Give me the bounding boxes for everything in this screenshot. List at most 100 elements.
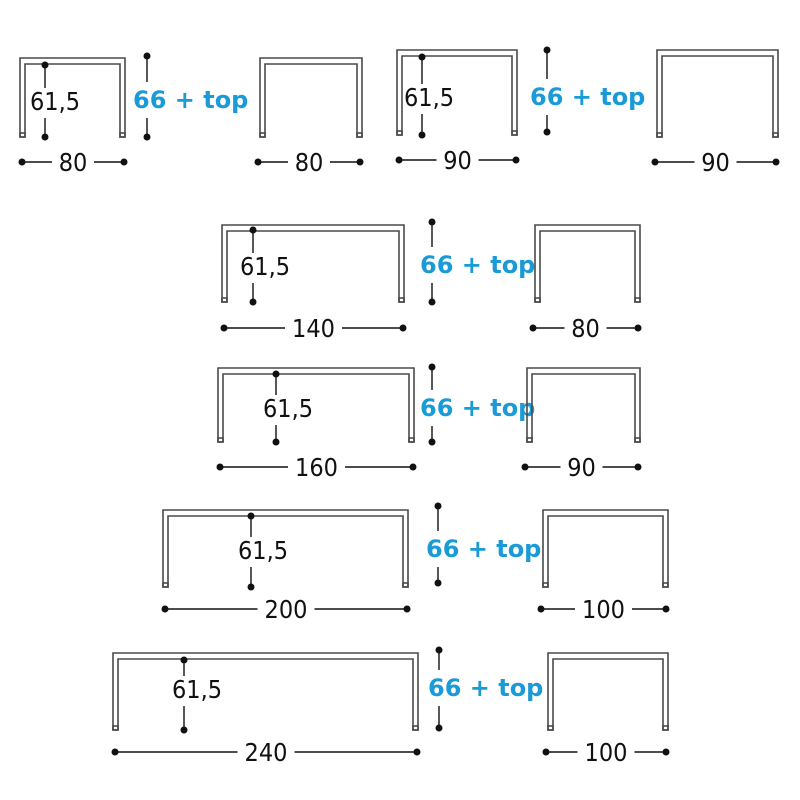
length-dimension-label: 80 — [59, 148, 88, 177]
dimension-endpoint — [41, 133, 49, 141]
foot — [634, 437, 641, 443]
dimension-endpoint — [18, 158, 26, 166]
total-height-label: 66 + top — [428, 674, 543, 702]
dimension-endpoint — [220, 324, 228, 332]
leg-height-label: 61,5 — [172, 675, 222, 704]
leg-height-label: 61,5 — [30, 87, 80, 116]
leg-height-label: 61,5 — [238, 536, 288, 565]
length-dimension-label: 140 — [292, 314, 335, 343]
side-view-frame — [656, 49, 779, 138]
side-view-frame — [526, 367, 641, 443]
foot — [119, 132, 126, 138]
frame-outline — [547, 652, 669, 731]
dimension-endpoint — [143, 133, 151, 141]
length-dimension: 160 — [216, 453, 417, 482]
foot — [398, 297, 405, 303]
frame-outline — [259, 57, 363, 138]
dimension-endpoint — [651, 158, 659, 166]
depth-dimension: 80 — [529, 314, 642, 343]
dimension-endpoint — [428, 363, 436, 371]
dimension-endpoint — [435, 646, 443, 654]
foot — [221, 297, 228, 303]
length-dimension: 140 — [220, 314, 407, 343]
foot — [542, 582, 549, 588]
leg-height-dimension — [418, 53, 426, 139]
frame-outline — [542, 509, 669, 588]
foot — [511, 130, 518, 136]
dimension-endpoint — [413, 748, 421, 756]
leg-height-dimension — [249, 226, 257, 306]
dimension-endpoint — [403, 605, 411, 613]
dimension-endpoint — [543, 128, 551, 136]
dimension-endpoint — [111, 748, 119, 756]
leg-height-dimension — [247, 512, 255, 591]
frame-outline — [534, 224, 641, 303]
foot — [547, 725, 554, 731]
front-view-frame — [162, 509, 409, 588]
dimension-endpoint — [634, 324, 642, 332]
dimension-endpoint — [161, 605, 169, 613]
side-view-frame — [547, 652, 669, 731]
length-dimension-label: 200 — [265, 595, 308, 624]
dimension-endpoint — [356, 158, 364, 166]
side-view-frame — [534, 224, 641, 303]
dimension-endpoint — [272, 438, 280, 446]
side-view-frame — [542, 509, 669, 588]
foot — [162, 582, 169, 588]
dimension-endpoint — [418, 53, 426, 61]
front-view-frame — [112, 652, 419, 731]
foot — [662, 582, 669, 588]
leg-height-dimension — [180, 656, 188, 734]
table-set-80x80: 61,5 80 66 + top 80 — [18, 52, 364, 177]
dimension-endpoint — [216, 463, 224, 471]
depth-dimension-label: 90 — [701, 148, 730, 177]
foot — [217, 437, 224, 443]
foot — [402, 582, 409, 588]
total-height-label: 66 + top — [420, 251, 535, 279]
depth-dimension-label: 80 — [571, 314, 600, 343]
foot — [112, 725, 119, 731]
foot — [259, 132, 266, 138]
total-height-label: 66 + top — [530, 83, 645, 111]
total-height-dimension — [543, 46, 551, 136]
dimension-endpoint — [537, 605, 545, 613]
leg-height-dimension — [41, 61, 49, 141]
dimension-endpoint — [395, 156, 403, 164]
total-height-dimension — [434, 502, 442, 587]
front-view-frame — [396, 49, 518, 136]
dimension-endpoint — [512, 156, 520, 164]
dimension-endpoint — [249, 226, 257, 234]
foot — [772, 132, 779, 138]
depth-dimension: 100 — [542, 738, 670, 767]
total-height-label: 66 + top — [426, 535, 541, 563]
total-height-dimension — [435, 646, 443, 732]
dimension-endpoint — [41, 61, 49, 69]
dimension-endpoint — [529, 324, 537, 332]
dimension-endpoint — [428, 298, 436, 306]
dimension-endpoint — [521, 463, 529, 471]
leg-height-label: 61,5 — [263, 394, 313, 423]
foot — [356, 132, 363, 138]
frame-outline — [526, 367, 641, 443]
dimension-endpoint — [247, 583, 255, 591]
foot — [396, 130, 403, 136]
front-view-frame — [221, 224, 405, 303]
dimension-endpoint — [434, 502, 442, 510]
foot — [662, 725, 669, 731]
dimension-endpoint — [542, 748, 550, 756]
dimension-endpoint — [254, 158, 262, 166]
foot — [534, 297, 541, 303]
depth-dimension: 100 — [537, 595, 670, 624]
frame-outline — [112, 652, 419, 731]
front-view-frame — [217, 367, 415, 443]
frame-outline — [656, 49, 779, 138]
dimension-endpoint — [180, 656, 188, 664]
depth-dimension-label: 100 — [585, 738, 628, 767]
total-height-label: 66 + top — [133, 86, 248, 114]
dimension-endpoint — [428, 218, 436, 226]
depth-dimension-label: 80 — [295, 148, 324, 177]
dimension-endpoint — [409, 463, 417, 471]
